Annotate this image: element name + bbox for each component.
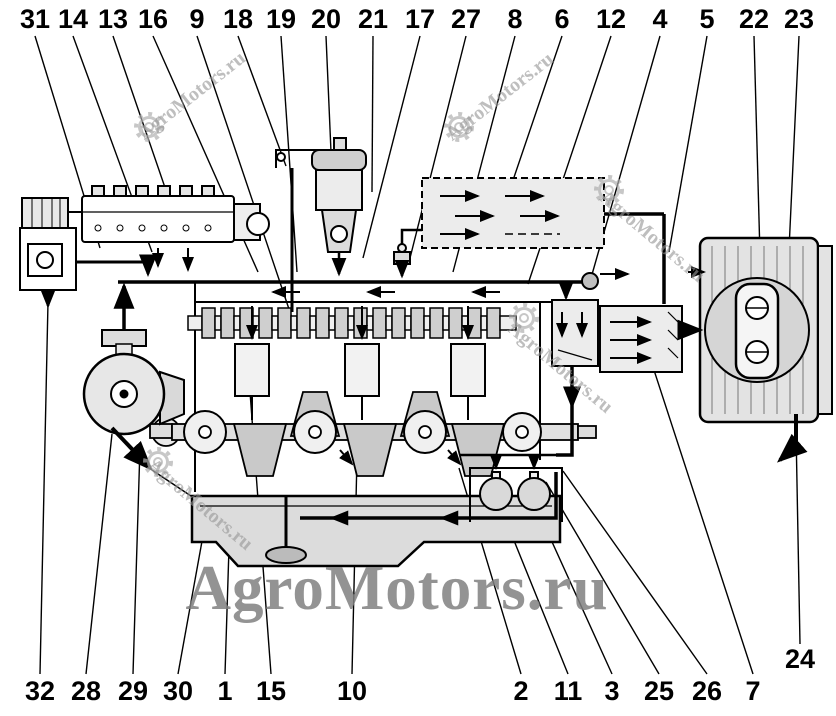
callout-11: 11 bbox=[553, 676, 583, 706]
radiator-fan-assembly bbox=[688, 236, 833, 463]
callout-12: 12 bbox=[595, 4, 627, 34]
oil-filters bbox=[460, 453, 563, 522]
centrifugal-oil-filter bbox=[275, 137, 367, 312]
callout-1: 1 bbox=[217, 676, 233, 706]
callout-17: 17 bbox=[404, 4, 436, 34]
callout-13: 13 bbox=[97, 4, 129, 34]
callout-19: 19 bbox=[265, 4, 297, 34]
filter-housing bbox=[551, 281, 704, 457]
callout-20: 20 bbox=[310, 4, 342, 34]
engine-block bbox=[118, 268, 630, 492]
callout-16: 16 bbox=[137, 4, 169, 34]
callout-27: 27 bbox=[450, 4, 482, 34]
callout-22: 22 bbox=[738, 4, 770, 34]
callout-9: 9 bbox=[189, 4, 205, 34]
callout-14: 14 bbox=[57, 4, 89, 34]
callout-7: 7 bbox=[745, 676, 761, 706]
callout-31: 31 bbox=[19, 4, 51, 34]
callout-10: 10 bbox=[336, 676, 368, 706]
oil-cooler-core bbox=[393, 177, 666, 304]
air-compressor bbox=[19, 197, 88, 309]
callout-21: 21 bbox=[357, 4, 389, 34]
fuel-injection-pump bbox=[76, 185, 270, 277]
callout-24: 24 bbox=[784, 644, 816, 674]
callout-4: 4 bbox=[652, 4, 668, 34]
gear-watermark-icons bbox=[134, 112, 624, 477]
callout-3: 3 bbox=[604, 676, 620, 706]
callout-2: 2 bbox=[513, 676, 529, 706]
callout-26: 26 bbox=[691, 676, 723, 706]
callout-8: 8 bbox=[507, 4, 523, 34]
callout-18: 18 bbox=[222, 4, 254, 34]
callout-28: 28 bbox=[70, 676, 102, 706]
callout-25: 25 bbox=[643, 676, 675, 706]
callout-30: 30 bbox=[162, 676, 194, 706]
callout-32: 32 bbox=[24, 676, 56, 706]
callout-6: 6 bbox=[554, 4, 570, 34]
callout-29: 29 bbox=[117, 676, 149, 706]
callout-5: 5 bbox=[699, 4, 715, 34]
oil-pump bbox=[82, 282, 195, 499]
oil-pan bbox=[190, 472, 562, 568]
crankshaft bbox=[149, 391, 597, 477]
callout-15: 15 bbox=[255, 676, 287, 706]
callout-23: 23 bbox=[783, 4, 815, 34]
cylinders bbox=[234, 306, 486, 420]
camshaft bbox=[187, 307, 517, 339]
